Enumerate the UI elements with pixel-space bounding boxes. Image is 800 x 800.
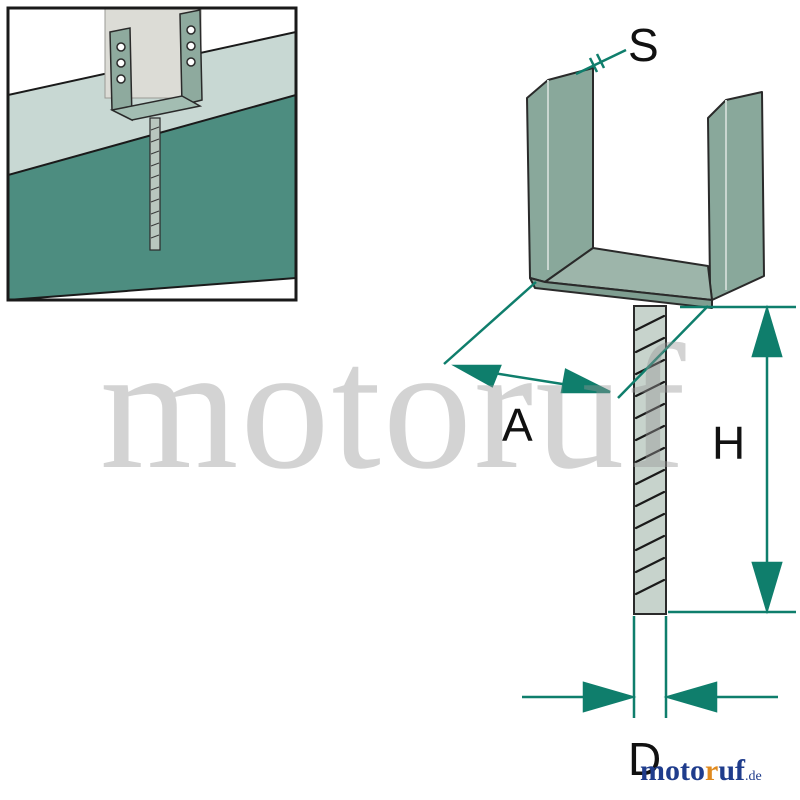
inset-illustration	[6, 6, 298, 302]
label-d: D	[628, 733, 662, 785]
label-a: A	[502, 399, 533, 451]
dimension-h	[668, 304, 796, 615]
dimension-d	[522, 616, 778, 718]
brand-part-1: moto	[640, 754, 705, 787]
brand-suffix: .de	[745, 769, 762, 784]
dimension-a	[443, 281, 709, 399]
threaded-rod	[633, 305, 667, 615]
brand-part-3: uf	[718, 754, 745, 787]
dimension-s	[575, 48, 627, 76]
inset-rod	[149, 117, 161, 251]
brand-logo: motoruf.de	[640, 756, 762, 786]
dimension-lines	[443, 48, 796, 718]
label-h: H	[712, 417, 746, 469]
inset-bracket	[109, 9, 203, 122]
inset-frame	[6, 6, 298, 302]
brand-part-2: r	[704, 754, 719, 787]
label-s: S	[628, 19, 659, 71]
u-bracket	[526, 67, 765, 309]
